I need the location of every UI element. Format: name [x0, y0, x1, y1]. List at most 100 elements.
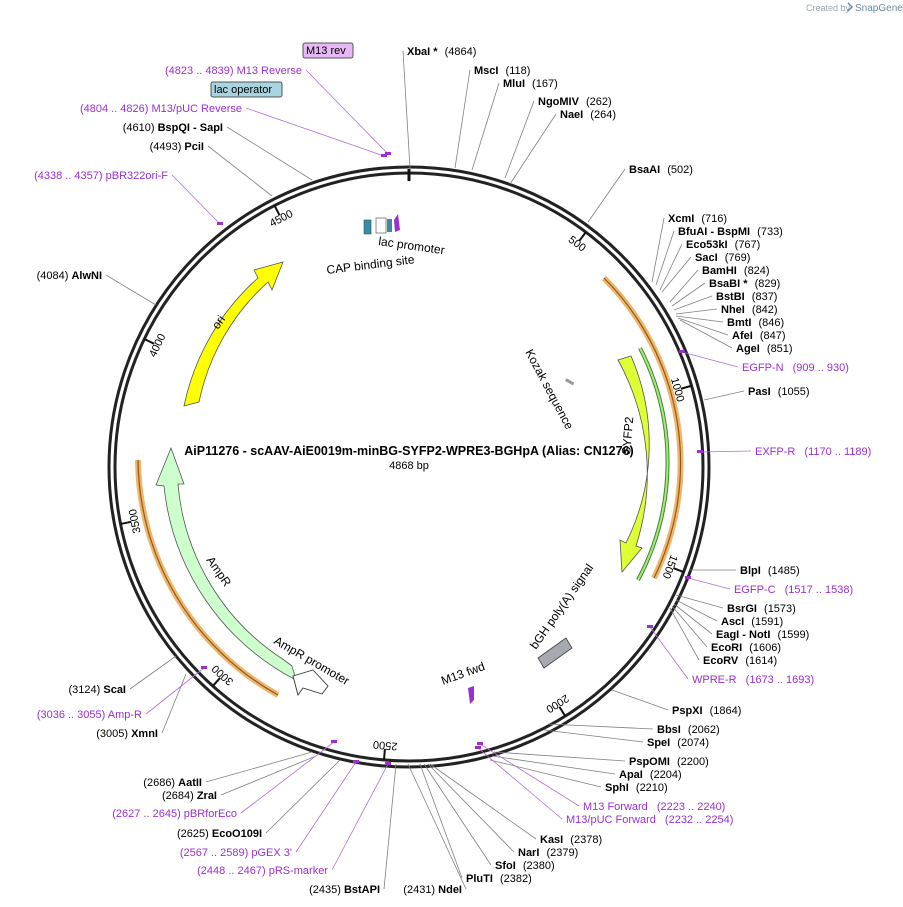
primer-label: WPRE-R (1673 .. 1693): [692, 674, 814, 686]
leader-line: [671, 605, 708, 648]
leader-line: [295, 761, 357, 853]
leader-line: [105, 274, 157, 306]
enzyme-site-label: PspXI (1864): [672, 705, 741, 717]
enzyme-site-label: BlpI (1485): [740, 565, 800, 577]
leader-line: [207, 145, 273, 197]
m13-rev-box-label: M13 rev: [306, 45, 346, 57]
primer-site-mark: [381, 154, 387, 157]
leader-line: [220, 755, 317, 796]
leader-line: [471, 82, 500, 171]
enzyme-site-label: BsaBI * (829): [709, 278, 780, 290]
enzyme-site-label: ApaI (2204): [619, 769, 682, 781]
feature-m13fwd-label: M13 fwd: [439, 659, 486, 688]
enzyme-site-label: SpeI (2074): [647, 737, 709, 749]
tick-mark: [558, 706, 567, 717]
leader-line: [671, 282, 706, 307]
enzyme-site-label: (2431) NdeI: [403, 884, 462, 896]
enzyme-site-label: (2625) EcoO109I: [177, 828, 262, 840]
primer-label: M13 Forward (2223 .. 2240): [583, 801, 725, 813]
primer-label: EXFP-R (1170 .. 1189): [755, 446, 871, 458]
feature-cap-label: CAP binding site: [326, 252, 416, 277]
enzyme-site-label: PspOMI (2200): [629, 756, 709, 768]
leader-line: [681, 351, 739, 368]
tick-label: 3500: [127, 508, 144, 534]
label-group: XbaI * (4864)MscI (118)MluI (167)NgoMIV …: [34, 46, 871, 896]
leader-line: [491, 755, 616, 775]
tick-label: 4500: [268, 208, 295, 230]
leader-line: [427, 763, 515, 853]
feature-bgh-block: [537, 637, 573, 669]
enzyme-site-label: PasI (1055): [748, 386, 810, 398]
leader-line: [651, 217, 665, 283]
credit-prefix: Created by: [806, 3, 851, 13]
leader-line: [509, 113, 557, 185]
leader-line: [489, 759, 602, 788]
primer-site-mark: [679, 350, 685, 353]
tick-mark: [120, 520, 132, 525]
leader-line: [205, 751, 313, 783]
leader-line: [661, 256, 692, 293]
tick-mark: [578, 231, 587, 242]
primer-site-mark: [385, 152, 391, 155]
feature-syfp2-arrow: [617, 355, 650, 574]
enzyme-site-label: (4610) BspQI - SapI: [123, 122, 223, 134]
leader-line: [240, 741, 335, 814]
tick-mark: [672, 567, 684, 573]
feature-kozak-block: [565, 378, 575, 386]
tick-label: 4000: [147, 332, 168, 359]
leader-line: [687, 577, 731, 590]
enzyme-site-label: EagI - NotI (1599): [716, 629, 809, 641]
primer-site-mark: [647, 625, 653, 628]
primer-site-mark: [475, 746, 481, 749]
m13-rev-box: [302, 42, 354, 59]
primer-label: (3036 .. 3055) Amp-R: [37, 709, 142, 721]
tick-mark: [212, 677, 221, 687]
leader-line: [547, 723, 654, 730]
primer-label: EGFP-N (909 .. 930): [742, 362, 849, 374]
tick-label: 500: [566, 234, 588, 255]
leader-line: [145, 667, 205, 715]
feature-syfp2-label: SYFP2: [619, 416, 636, 455]
feature-ori-arrow: [183, 261, 284, 407]
enzyme-site-label: EcoRV (1614): [703, 655, 777, 667]
feature-lacop-block: [387, 219, 392, 232]
leader-line: [265, 759, 341, 834]
enzyme-site-label: (2686) AatII: [143, 777, 202, 789]
leader-line: [493, 751, 626, 762]
green-arc-inner: [637, 347, 669, 581]
leader-line: [587, 168, 626, 223]
tick-mark: [273, 205, 281, 216]
leader-line: [419, 763, 463, 879]
plasmid-size: 4868 bp: [389, 460, 429, 472]
leader-line: [675, 315, 724, 323]
lac-operator-box-label: lac operator: [214, 84, 272, 96]
leader-line: [383, 763, 397, 890]
enzyme-site-label: NheI (842): [721, 304, 778, 316]
leader-line: [673, 603, 713, 635]
leader-line: [655, 230, 675, 286]
feature-m13fwd-arrow: [468, 686, 474, 704]
primer-site-mark: [697, 450, 703, 453]
leader-line: [226, 126, 313, 181]
feature-ori-label: ori: [209, 313, 228, 332]
primer-site-mark: [385, 762, 391, 765]
enzyme-site-label: KasI (2378): [540, 834, 602, 846]
enzyme-site-label: AfeI (847): [732, 330, 786, 342]
leader-line: [407, 763, 467, 890]
leader-line: [659, 243, 683, 291]
feature-ampr-promoter-arrow: [292, 669, 329, 697]
primer-site-mark: [331, 740, 337, 743]
enzyme-site-label: BfuAI - BspMI (733): [678, 226, 783, 238]
credit-brand: SnapGene: [855, 3, 903, 14]
leader-line: [305, 69, 389, 155]
leader-line: [129, 655, 177, 690]
enzyme-site-label: Eco53kI (767): [686, 239, 760, 251]
primer-label: (2567 .. 2589) pGEX 3': [180, 847, 292, 859]
primer-label: EGFP-C (1517 .. 1538): [734, 584, 853, 596]
enzyme-site-label: NgoMIV (262): [538, 96, 612, 108]
enzyme-site-label: BmtI (846): [727, 317, 784, 329]
leader-line: [673, 295, 713, 311]
tick-mark: [143, 338, 155, 345]
